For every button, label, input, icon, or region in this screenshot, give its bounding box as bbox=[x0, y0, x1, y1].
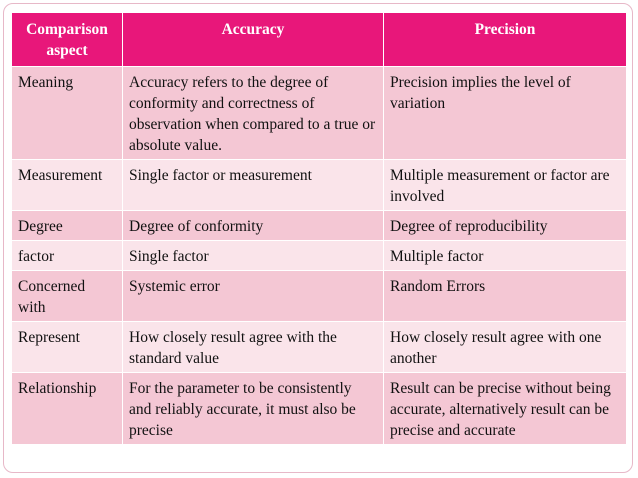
precision-cell: Precision implies the level of variation bbox=[383, 66, 627, 160]
aspect-cell: factor bbox=[11, 240, 123, 271]
accuracy-cell: Single factor or measurement bbox=[122, 159, 384, 211]
precision-cell: Degree of reproducibility bbox=[383, 210, 627, 241]
accuracy-cell: Accuracy refers to the degree of conform… bbox=[122, 66, 384, 160]
table-row: Measurement Single factor or measurement… bbox=[11, 159, 627, 211]
table-row: Degree Degree of conformity Degree of re… bbox=[11, 210, 627, 241]
table-row: Meaning Accuracy refers to the degree of… bbox=[11, 66, 627, 160]
table-row: Represent How closely result agree with … bbox=[11, 321, 627, 373]
header-accuracy: Accuracy bbox=[122, 12, 384, 67]
precision-cell: How closely result agree with one anothe… bbox=[383, 321, 627, 373]
aspect-cell: Concerned with bbox=[11, 270, 123, 322]
precision-cell: Multiple measurement or factor are invol… bbox=[383, 159, 627, 211]
accuracy-cell: How closely result agree with the standa… bbox=[122, 321, 384, 373]
table-header-row: Comparison aspect Accuracy Precision bbox=[11, 12, 627, 67]
aspect-cell: Meaning bbox=[11, 66, 123, 160]
comparison-table: Comparison aspect Accuracy Precision Mea… bbox=[11, 12, 627, 445]
aspect-cell: Relationship bbox=[11, 372, 123, 445]
accuracy-cell: For the parameter to be consistently and… bbox=[122, 372, 384, 445]
slide-frame bbox=[3, 3, 633, 473]
accuracy-cell: Degree of conformity bbox=[122, 210, 384, 241]
aspect-cell: Degree bbox=[11, 210, 123, 241]
aspect-cell: Represent bbox=[11, 321, 123, 373]
table-row: Relationship For the parameter to be con… bbox=[11, 372, 627, 445]
precision-cell: Random Errors bbox=[383, 270, 627, 322]
aspect-cell: Measurement bbox=[11, 159, 123, 211]
header-comparison-aspect: Comparison aspect bbox=[11, 12, 123, 67]
precision-cell: Multiple factor bbox=[383, 240, 627, 271]
table-row: Concerned with Systemic error Random Err… bbox=[11, 270, 627, 322]
accuracy-cell: Single factor bbox=[122, 240, 384, 271]
accuracy-cell: Systemic error bbox=[122, 270, 384, 322]
table-row: factor Single factor Multiple factor bbox=[11, 240, 627, 271]
precision-cell: Result can be precise without being accu… bbox=[383, 372, 627, 445]
header-precision: Precision bbox=[383, 12, 627, 67]
